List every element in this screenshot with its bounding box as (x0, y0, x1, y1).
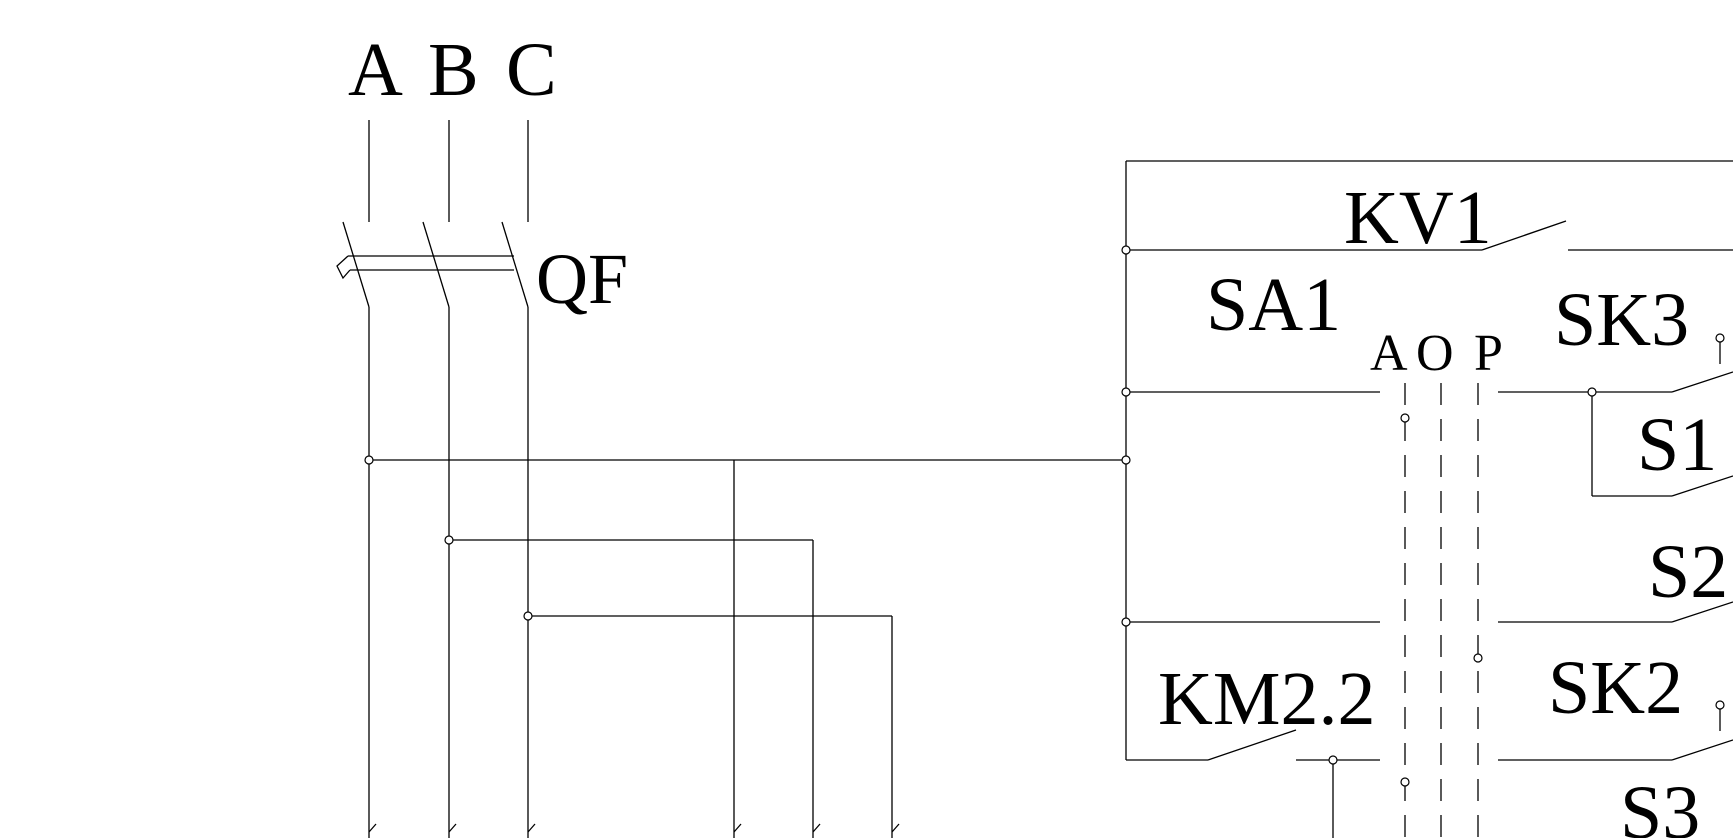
sa1-position-lines (1404, 383, 1479, 838)
breaker-qf-symbol (336, 221, 529, 308)
sa1-position-p-label: P (1474, 325, 1503, 382)
s1-branch (1591, 392, 1733, 497)
sa1-position-o-label: O (1416, 325, 1454, 382)
junction-nodes (364, 245, 1597, 787)
s1-label: S1 (1637, 403, 1717, 487)
bus-phase-a (369, 459, 1126, 838)
sa1-position-a-label: A (1370, 325, 1408, 382)
phase-c-label: C (506, 28, 557, 112)
breaker-qf-label: QF (536, 239, 628, 319)
phase-b-label: B (428, 28, 479, 112)
kv1-label: KV1 (1344, 176, 1492, 260)
sk3-switch-symbol (1671, 333, 1733, 393)
s2-row-wire (1126, 601, 1733, 623)
bus-phase-c (528, 615, 893, 838)
sk3-label: SK3 (1554, 278, 1689, 362)
km22-row-wire (1126, 729, 1672, 838)
sa1-label: SA1 (1206, 263, 1341, 347)
phase-lines-lower (368, 307, 529, 838)
km22-label: KM2.2 (1158, 657, 1375, 741)
s3-label: S3 (1620, 771, 1700, 838)
sk2-switch-symbol (1671, 700, 1733, 761)
bus-phase-b (449, 539, 814, 838)
kv1-contact (1126, 220, 1733, 251)
phase-lines-upper (368, 120, 529, 222)
sk2-label: SK2 (1548, 646, 1683, 730)
bottom-contact-ticks (368, 823, 900, 833)
s2-label: S2 (1648, 530, 1728, 614)
phase-a-label: A (348, 28, 403, 112)
